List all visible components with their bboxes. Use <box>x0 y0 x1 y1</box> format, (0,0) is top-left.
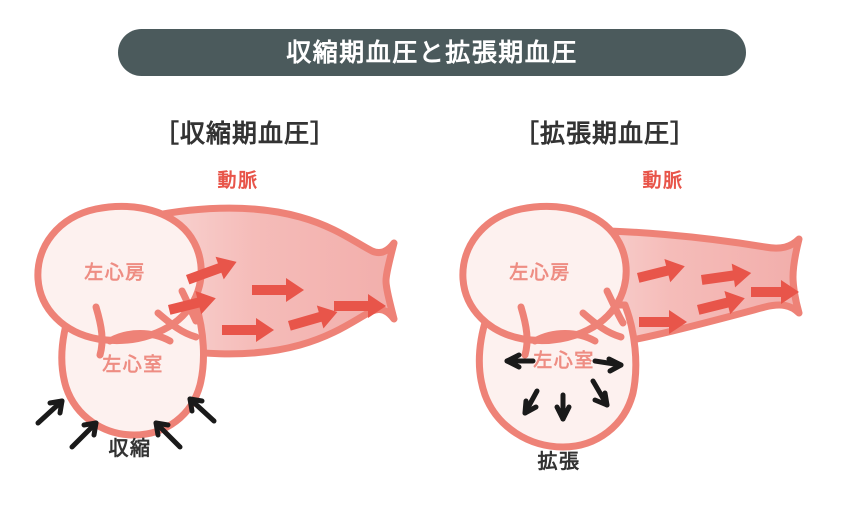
diagram-systolic: 左心房 左心室 動脈 収縮 <box>0 155 425 485</box>
blood-flow-arrows-systolic <box>168 256 386 342</box>
label-left-atrium: 左心房 <box>509 261 571 284</box>
contraction-arrows <box>35 396 217 450</box>
label-left-ventricle: 左心室 <box>533 349 595 372</box>
blood-flow-arrows-diastolic <box>637 258 799 334</box>
valve-leaflets-diastolic <box>517 287 627 359</box>
label-left-atrium: 左心房 <box>84 261 146 284</box>
heading-diastolic: ［拡張期血圧］ <box>513 119 696 148</box>
expansion-arrows <box>504 352 624 422</box>
label-phase-expansion: 拡張 <box>538 449 581 473</box>
label-artery: 動脈 <box>642 169 683 192</box>
label-artery: 動脈 <box>217 169 258 192</box>
title-banner: 収縮期血圧と拡張期血圧 <box>118 29 746 76</box>
page-title: 収縮期血圧と拡張期血圧 <box>286 38 578 67</box>
heading-systolic: ［収縮期血圧］ <box>153 119 336 148</box>
diagram-diastolic: 左心房 左心室 動脈 拡張 <box>425 155 850 485</box>
label-phase-contraction: 収縮 <box>109 436 152 460</box>
label-left-ventricle: 左心室 <box>102 353 164 376</box>
